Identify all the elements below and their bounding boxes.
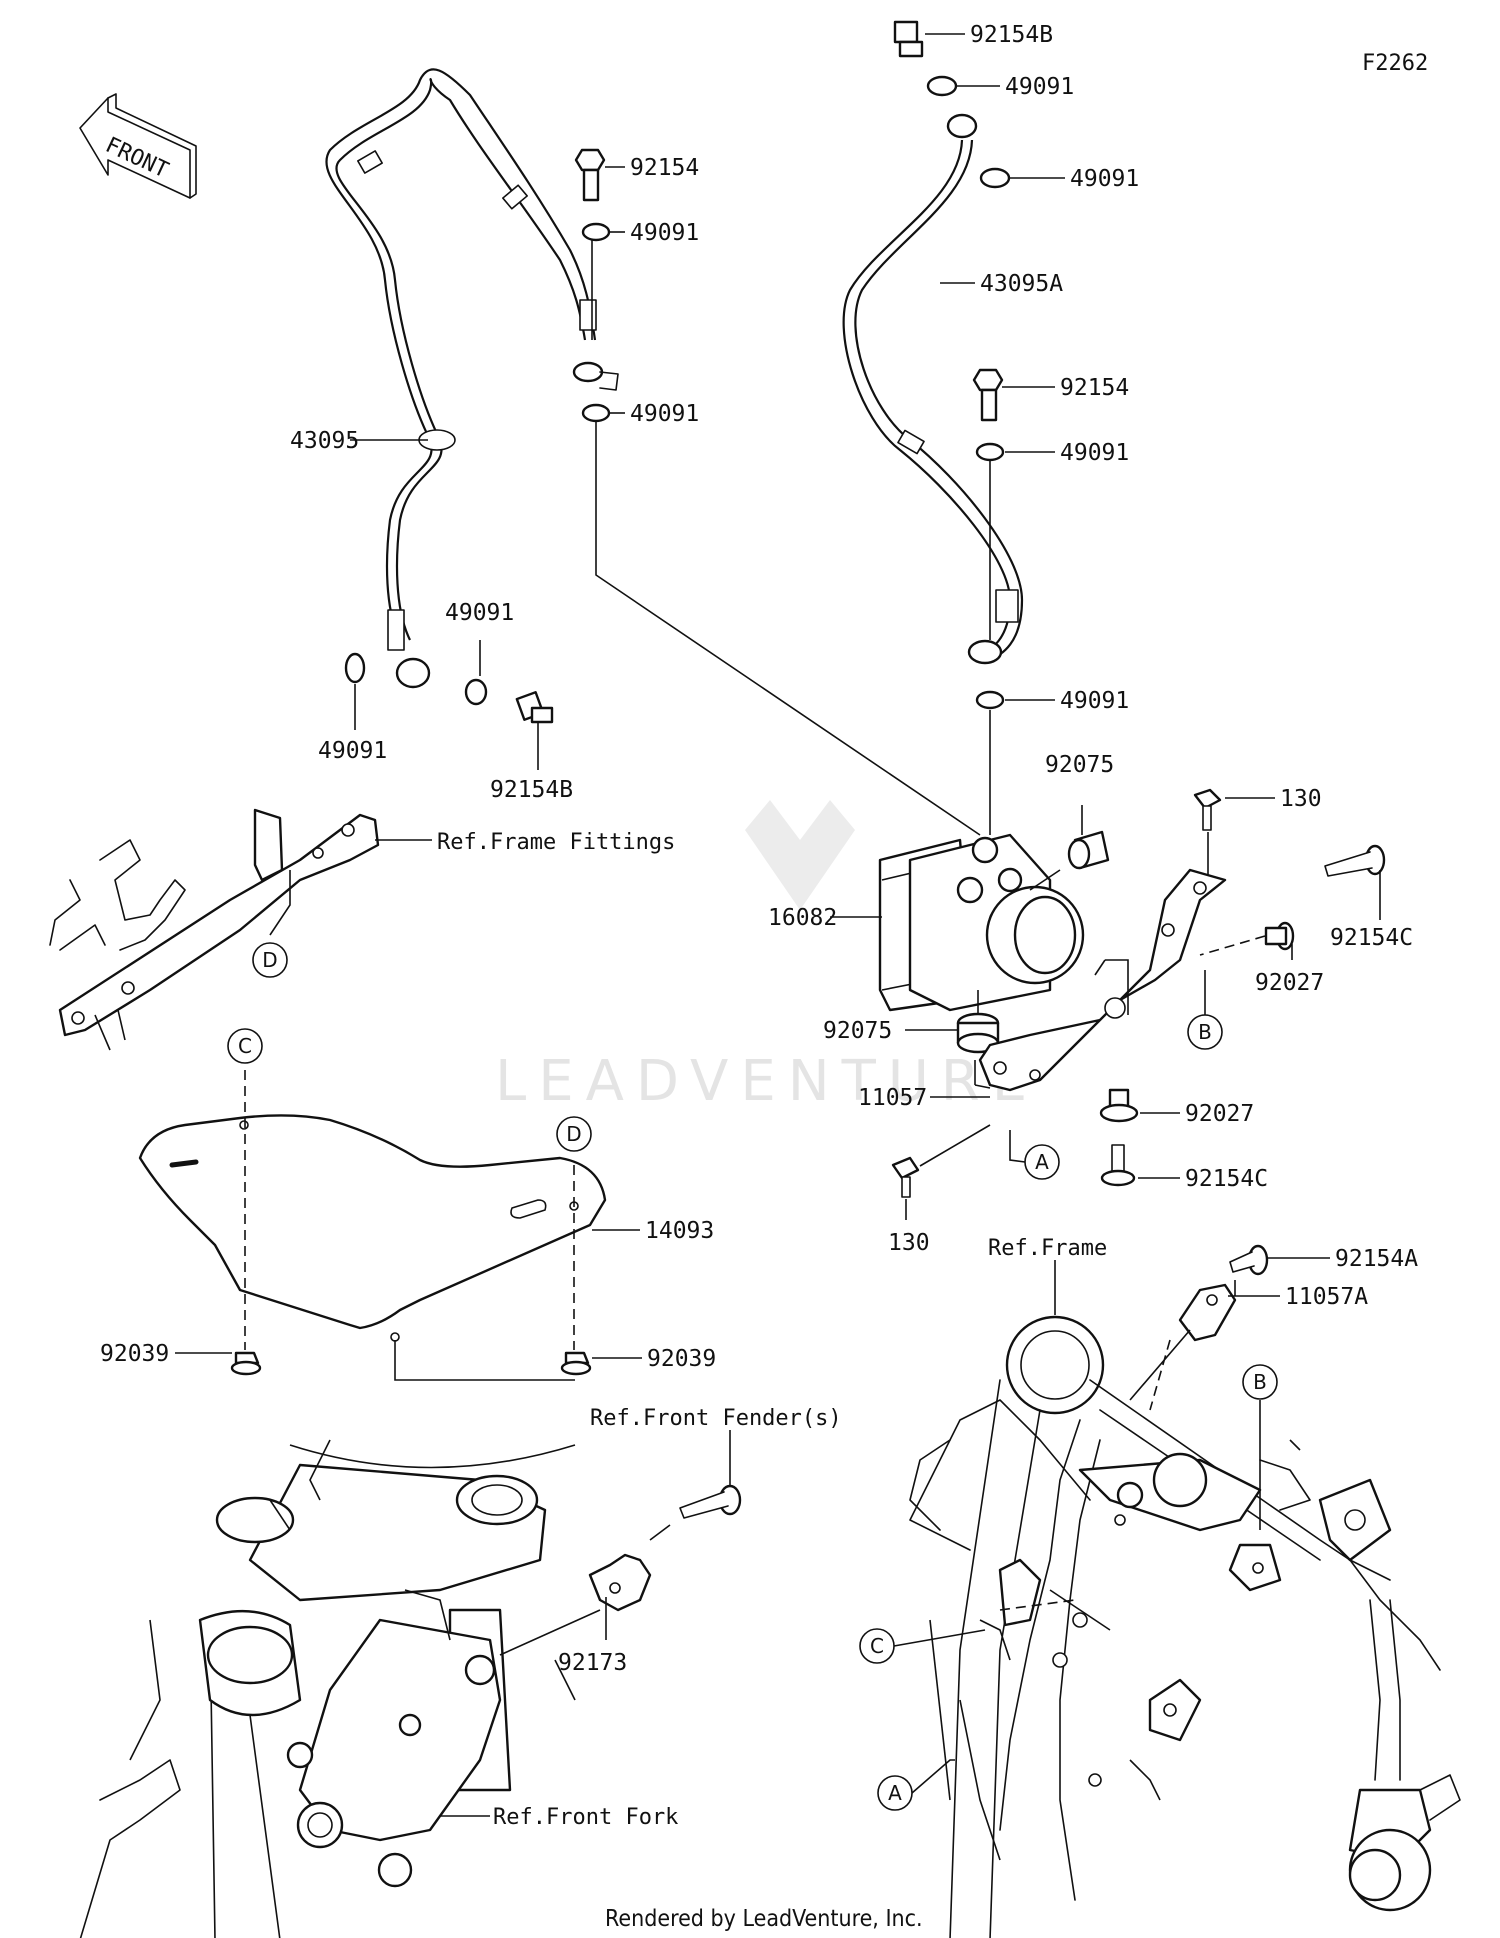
banjo-bolt-92154-left — [574, 148, 606, 202]
washer-49091-icon — [464, 678, 488, 706]
part-label-11057: 11057 — [858, 1085, 927, 1111]
svg-text:D: D — [566, 1122, 581, 1146]
part-label-92154-right: 92154 — [1060, 375, 1129, 401]
callout-B-1: B — [1187, 1014, 1223, 1050]
part-label-92027-bottom: 92027 — [1185, 1101, 1254, 1127]
nut-92039-right — [560, 1351, 592, 1376]
washer-49091-icon — [979, 167, 1011, 189]
svg-text:A: A — [1035, 1150, 1049, 1174]
part-label-92154-left: 92154 — [630, 155, 699, 181]
clamp-92173 — [588, 1553, 652, 1612]
bolt-92154C-right — [1324, 844, 1386, 877]
collar-92027-bottom — [1099, 1088, 1139, 1123]
collar-92027-right — [1264, 921, 1295, 951]
part-label-49091-b: 49091 — [1070, 166, 1139, 192]
part-label-49091-a: 49091 — [1005, 74, 1074, 100]
part-label-92075-bottom: 92075 — [823, 1018, 892, 1044]
callout-A-2: A — [877, 1775, 913, 1811]
ref-front-fork: Ref.Front Fork — [493, 1805, 678, 1830]
part-label-49091-d: 49091 — [1060, 688, 1129, 714]
bracket-11057 — [978, 868, 1227, 1092]
banjo-bolt-92154B-lower — [515, 691, 554, 724]
washer-49091-icon — [975, 690, 1005, 710]
figure-code: F2262 — [1362, 51, 1428, 76]
part-label-92154C-bottom: 92154C — [1185, 1166, 1268, 1192]
cover-14093 — [138, 1114, 607, 1342]
grommet-92075-top — [1067, 830, 1110, 870]
bolt-fender-ref — [679, 1484, 742, 1519]
washer-49091-icon — [975, 442, 1005, 462]
part-label-49091-e: 49091 — [630, 220, 699, 246]
part-label-92154A: 92154A — [1335, 1246, 1418, 1272]
part-label-92075-top: 92075 — [1045, 752, 1114, 778]
frame-fittings-ref — [49, 808, 380, 1051]
part-label-16082: 16082 — [768, 905, 837, 931]
part-label-92027-right: 92027 — [1255, 970, 1324, 996]
part-label-14093: 14093 — [645, 1218, 714, 1244]
part-label-49091-g: 49091 — [318, 738, 387, 764]
callout-C-2: C — [859, 1628, 895, 1664]
part-label-92154B-top: 92154B — [970, 22, 1053, 48]
ref-frame: Ref.Frame — [988, 1236, 1107, 1261]
bracket-11057A — [1178, 1283, 1237, 1342]
footer-credit: Rendered by LeadVenture, Inc. — [605, 1906, 923, 1932]
abs-unit-16082 — [878, 833, 1085, 1012]
part-label-49091-f: 49091 — [630, 401, 699, 427]
ref-front-fenders: Ref.Front Fender(s) — [590, 1406, 842, 1431]
bolt-92154A — [1229, 1244, 1269, 1276]
nut-92039-left — [230, 1351, 262, 1376]
svg-text:B: B — [1198, 1020, 1212, 1044]
washer-49091-icon — [344, 652, 366, 684]
callout-D-1: D — [252, 942, 288, 978]
front-arrow-icon: FRONT — [79, 93, 197, 199]
part-label-92173: 92173 — [558, 1650, 627, 1676]
washer-49091-icon — [581, 222, 611, 242]
banjo-bolt-92154-right — [972, 368, 1004, 422]
brake-hose-43095 — [325, 68, 619, 689]
callout-B-2: B — [1242, 1364, 1278, 1400]
part-label-49091-h: 49091 — [445, 600, 514, 626]
frame-ref — [909, 1315, 1461, 1938]
bolt-92154C-bottom — [1100, 1144, 1136, 1187]
watermark-text: LEADVENTURE — [495, 1049, 1039, 1114]
part-label-130-top: 130 — [1280, 786, 1322, 812]
brake-hose-43095A — [842, 113, 1024, 665]
part-label-130-bottom: 130 — [888, 1230, 930, 1256]
banjo-bolt-92154B-top — [893, 20, 924, 58]
watermark-logo-icon — [745, 800, 855, 910]
watermark: LEADVENTURE — [495, 800, 1039, 1114]
svg-text:C: C — [870, 1634, 884, 1658]
callout-D-2: D — [556, 1116, 592, 1152]
part-label-92039-right: 92039 — [647, 1346, 716, 1372]
part-label-92039-left: 92039 — [100, 1341, 169, 1367]
washer-49091-icon — [926, 75, 958, 97]
bolt-130-top — [1193, 788, 1222, 831]
part-label-49091-c: 49091 — [1060, 440, 1129, 466]
part-label-43095: 43095 — [290, 428, 359, 454]
bolt-130-bottom — [891, 1156, 920, 1198]
front-fork-ref — [79, 1439, 576, 1938]
ref-frame-fittings: Ref.Frame Fittings — [437, 830, 675, 855]
washer-49091-icon — [581, 403, 611, 423]
part-label-92154C-right: 92154C — [1330, 925, 1413, 951]
part-label-92154B-lower: 92154B — [490, 777, 573, 803]
part-label-43095A: 43095A — [980, 271, 1063, 297]
callout-A-1: A — [1024, 1144, 1060, 1180]
part-label-11057A: 11057A — [1285, 1284, 1368, 1310]
svg-text:A: A — [888, 1781, 902, 1805]
svg-text:D: D — [262, 948, 277, 972]
svg-text:C: C — [238, 1034, 252, 1058]
callout-C-1: C — [227, 1028, 263, 1064]
svg-text:B: B — [1253, 1370, 1267, 1394]
